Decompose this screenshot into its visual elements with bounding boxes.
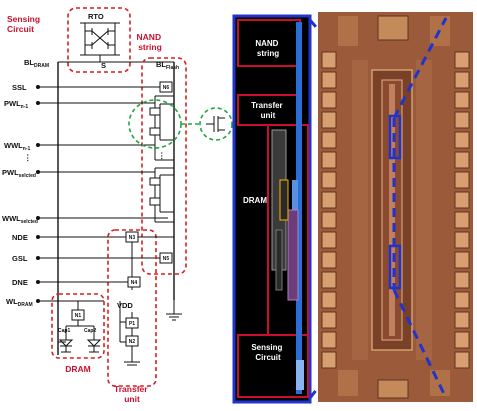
bitline-strip	[296, 22, 302, 394]
rto-label: RTO	[88, 12, 104, 21]
bond-pad	[454, 111, 470, 129]
bond-pad	[321, 231, 337, 249]
bond-pad	[454, 351, 470, 369]
bond-pad	[321, 111, 337, 129]
bond-pad	[454, 311, 470, 329]
n3-label: N3	[129, 235, 136, 241]
bond-pad	[321, 91, 337, 109]
bond-pad	[321, 311, 337, 329]
signal-lines	[38, 86, 168, 302]
cap1-label: Cap1	[58, 328, 70, 334]
bond-pad	[321, 51, 337, 69]
n1-label: N1	[75, 313, 82, 319]
svg-text:N6: N6	[163, 85, 170, 91]
bond-pad	[454, 291, 470, 309]
bond-pad	[321, 151, 337, 169]
signal-dots	[36, 85, 40, 303]
bond-pad	[321, 131, 337, 149]
layout-sensing-label: Sensing Circuit	[251, 343, 284, 362]
bond-pad	[454, 151, 470, 169]
left-dots: ⋮	[24, 153, 32, 162]
nand-string-label: NAND string	[137, 32, 164, 52]
pwl-selected-label: PWLselcted	[2, 168, 36, 179]
gsl-label: GSL	[12, 254, 28, 263]
bond-pad	[454, 171, 470, 189]
sensing-circuit-section	[237, 334, 309, 398]
bond-pad	[321, 171, 337, 189]
sensing-circuit-box	[67, 7, 131, 73]
bond-pad	[321, 211, 337, 229]
bl-dram-label: BLDRAM	[24, 58, 49, 69]
bond-pad	[454, 271, 470, 289]
bond-pad	[321, 351, 337, 369]
bond-pad	[454, 211, 470, 229]
nand-string-box	[141, 57, 187, 275]
cap1-icon	[58, 326, 74, 353]
transfer-unit-box	[107, 229, 157, 387]
dram-layout	[271, 129, 299, 301]
nde-label: NDE	[12, 233, 28, 242]
bond-pad	[454, 51, 470, 69]
bond-pad	[454, 131, 470, 149]
n2-label: N2	[129, 339, 136, 345]
sensing-circuit-label: Sensing Circuit	[7, 14, 42, 34]
svg-text:N5: N5	[163, 256, 170, 262]
circuit-schematic: Sensing Circuit RTO S BLDRAM NAND str	[2, 7, 233, 404]
layout-nand-label: NAND string	[255, 39, 280, 58]
ground-symbol	[166, 300, 182, 321]
bond-pads-right	[454, 51, 470, 369]
dne-label: DNE	[12, 278, 28, 287]
bl-flash-label: BLFlash	[156, 60, 179, 71]
transfer-unit-label: Transfer unit	[114, 384, 150, 404]
wwl-selected-label: WWLselcted	[2, 214, 38, 225]
bond-pad	[454, 231, 470, 249]
die-photo	[318, 12, 473, 402]
bond-pad	[321, 291, 337, 309]
bond-pads-left	[321, 51, 337, 369]
bond-pad	[321, 331, 337, 349]
layout-panel: NAND string Transfer unit DRAM Sensing C…	[232, 14, 312, 404]
bond-pad	[454, 251, 470, 269]
sensing-circuit-label-line2: Circuit	[7, 24, 34, 34]
bond-pad	[454, 331, 470, 349]
bond-pad	[321, 191, 337, 209]
bond-pad	[454, 71, 470, 89]
bond-pad	[321, 271, 337, 289]
bond-pad	[321, 71, 337, 89]
cell-symbol-icon	[206, 116, 225, 132]
p1-label: P1	[129, 321, 135, 327]
layout-transfer-label: Transfer unit	[251, 101, 285, 120]
s-label: S	[101, 61, 106, 70]
bond-pad	[321, 251, 337, 269]
wwl-n1-label: WWLn-1	[4, 141, 30, 152]
cell-symbol-highlight	[199, 107, 233, 141]
dram-label: DRAM	[65, 364, 91, 374]
cap2-icon	[86, 326, 102, 353]
nand-transistors: N6 ⋮ N5	[149, 81, 174, 264]
bond-pad	[454, 91, 470, 109]
svg-text:⋮: ⋮	[158, 151, 166, 160]
wl-dram-label: WLDRAM	[6, 297, 33, 308]
dram-box	[51, 293, 105, 359]
cap2-label: Cap2	[84, 328, 96, 334]
ssl-label: SSL	[12, 83, 27, 92]
pwl-n1-label: PWLn-1	[4, 99, 28, 110]
bond-pad	[454, 191, 470, 209]
n4-label: N4	[131, 280, 138, 286]
layout-dram-label: DRAM	[243, 196, 267, 205]
rto-latch	[80, 22, 120, 56]
vdd-label: VDD	[117, 301, 133, 310]
sensing-circuit-label-line1: Sensing	[7, 14, 40, 24]
